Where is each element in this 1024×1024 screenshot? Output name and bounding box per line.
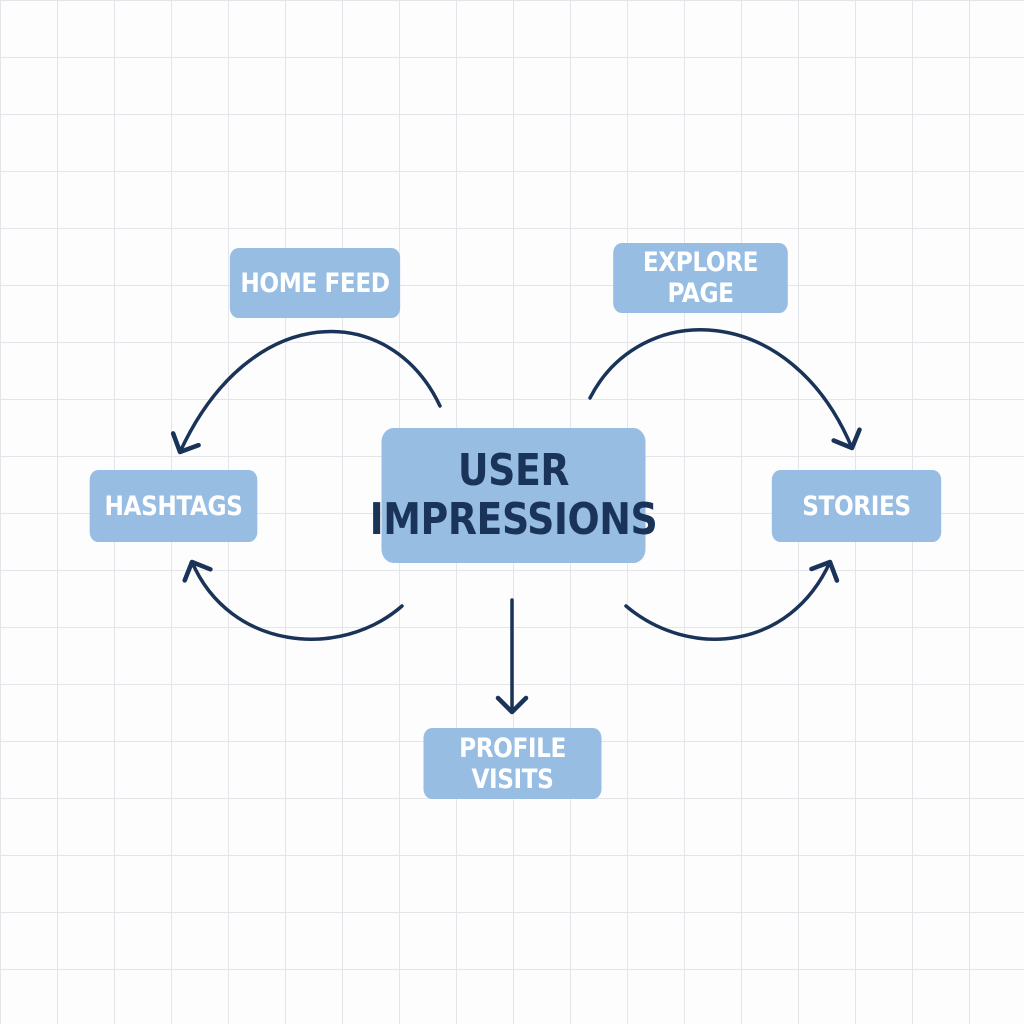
node-profile-visits-label: PROFILE VISITS	[459, 732, 566, 795]
node-explore-page-label: EXPLORE PAGE	[642, 247, 759, 309]
arrow-explore-to-stories	[588, 328, 862, 451]
node-stories-label: STORIES	[802, 490, 911, 522]
center-title-line-1: USER	[457, 445, 570, 497]
node-home-feed: HOME FEED	[229, 248, 401, 318]
node-hashtags-label: HASHTAGS	[104, 490, 243, 522]
node-home-feed-label: HOME FEED	[240, 267, 390, 299]
arrow-center-to-hashtags	[182, 559, 404, 641]
node-user-impressions: USER IMPRESSIONS	[370, 428, 658, 563]
node-profile-visits: PROFILE VISITS	[423, 728, 602, 799]
center-title-line-2: IMPRESSIONS	[369, 493, 658, 545]
node-stories: STORIES	[771, 470, 942, 542]
arrow-center-to-stories	[624, 559, 840, 641]
node-hashtags: HASHTAGS	[89, 470, 258, 542]
arrow-home-feed-to-hashtags	[170, 329, 442, 455]
node-explore-page: EXPLORE PAGE	[613, 243, 788, 313]
